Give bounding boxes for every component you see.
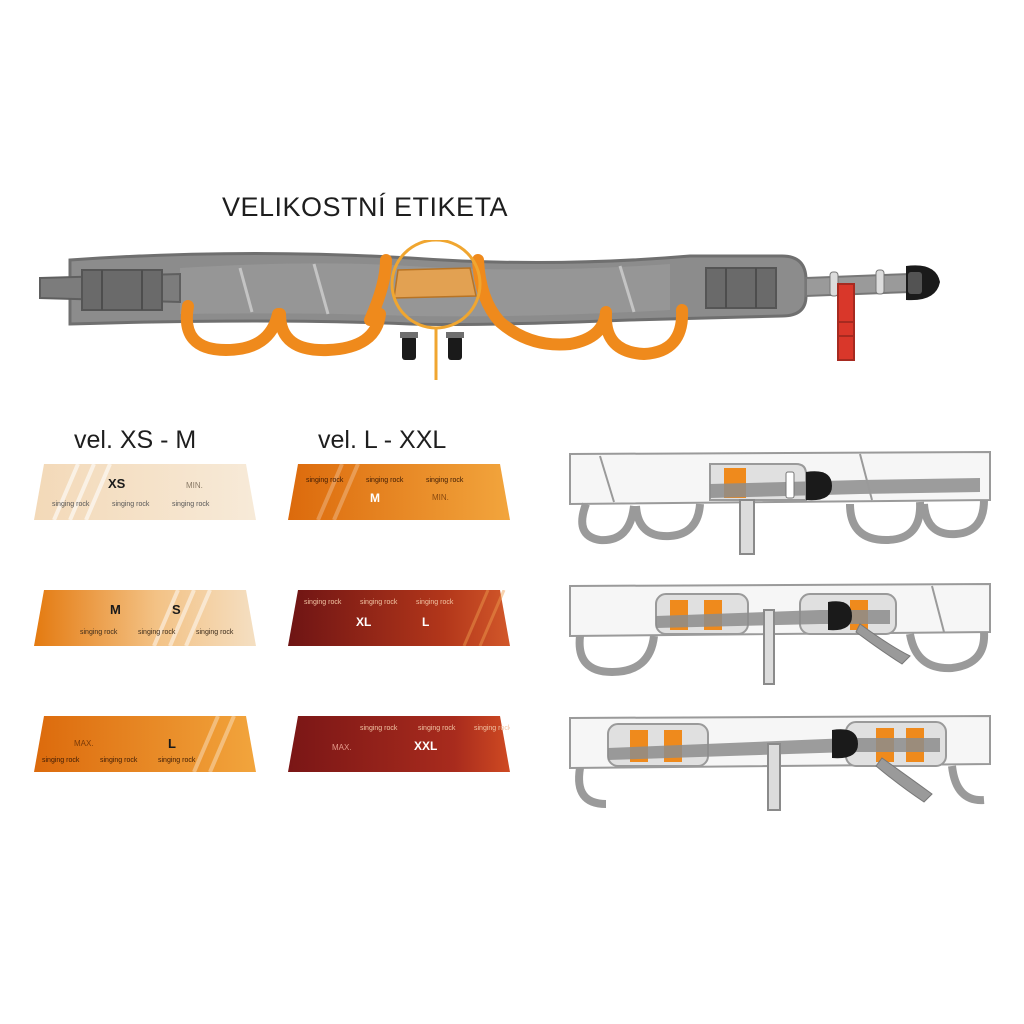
hanging-strap [739, 499, 755, 555]
brand-text: singing rock [158, 757, 196, 764]
size-label-m-s: M S singing rock singing rock singing ro… [34, 590, 256, 646]
black-clip-icon [402, 336, 416, 360]
brand-text: singing rock [360, 725, 398, 732]
right-buckle-block [705, 267, 777, 309]
brand-text: singing rock [172, 501, 210, 508]
label-size-text: XS [108, 476, 126, 491]
label-tag-text: MIN. [432, 493, 449, 502]
diagram-title: VELIKOSTNÍ ETIKETA [222, 192, 509, 222]
label-size-text: M [370, 491, 380, 505]
belt-webbing-right [805, 272, 911, 298]
label-second-size-text: S [172, 602, 181, 617]
size-label-xxl: singing rock singing rock singing rock M… [288, 716, 510, 772]
label-size-text: L [168, 736, 176, 751]
brand-text: singing rock [304, 599, 342, 606]
brand-text: singing rock [80, 629, 118, 636]
brand-text: singing rock [416, 599, 454, 606]
black-buckle-icon [906, 265, 940, 301]
brand-text: singing rock [52, 501, 90, 508]
brand-text: singing rock [306, 477, 344, 484]
adjustment-diagram-3 [569, 714, 991, 811]
black-buckle-icon [828, 601, 852, 631]
size-label-xl-l: singing rock singing rock singing rock X… [288, 590, 510, 646]
belt-size-label [393, 267, 477, 299]
label-size-text: M [110, 602, 121, 617]
brand-text: singing rock [196, 629, 234, 636]
brand-text: singing rock [138, 629, 176, 636]
left-buckle-block [81, 269, 163, 311]
column-heading-xs-m: vel. XS - M [74, 426, 197, 454]
adjustment-diagram-1 [569, 450, 991, 555]
label-size-text: XXL [414, 739, 437, 753]
label-tag-text: MAX. [332, 743, 352, 752]
harness-belt-illustration [39, 240, 940, 380]
adjustment-diagram-2 [569, 582, 991, 685]
brand-text: singing rock [426, 477, 464, 484]
gear-loop [180, 300, 284, 357]
size-label-xs: XS MIN. singing rock singing rock singin… [34, 464, 256, 520]
brand-text: singing rock [112, 501, 150, 508]
size-label-m-min: singing rock singing rock singing rock M… [288, 464, 510, 520]
webbing [710, 478, 980, 498]
label-size-text: XL [356, 615, 371, 629]
brand-text: singing rock [42, 757, 80, 764]
brand-text: singing rock [360, 599, 398, 606]
brand-text: singing rock [418, 725, 456, 732]
black-clip-icon [448, 336, 462, 360]
black-buckle-icon [832, 729, 858, 759]
brand-text: singing rock [474, 725, 510, 732]
brand-text: singing rock [100, 757, 138, 764]
label-tag-text: MAX. [74, 739, 94, 748]
label-tag-text: MIN. [186, 481, 203, 490]
label-second-size-text: L [422, 615, 429, 629]
belt-outline [569, 582, 991, 638]
brand-text: singing rock [366, 477, 404, 484]
size-label-l: MAX. L singing rock singing rock singing… [34, 716, 256, 772]
gear-loop [599, 304, 689, 361]
gear-loop [274, 308, 386, 357]
black-buckle-icon [806, 471, 832, 501]
gear-loop [472, 254, 612, 351]
gear-loop [364, 254, 392, 326]
column-heading-l-xxl: vel. L - XXL [318, 426, 447, 454]
